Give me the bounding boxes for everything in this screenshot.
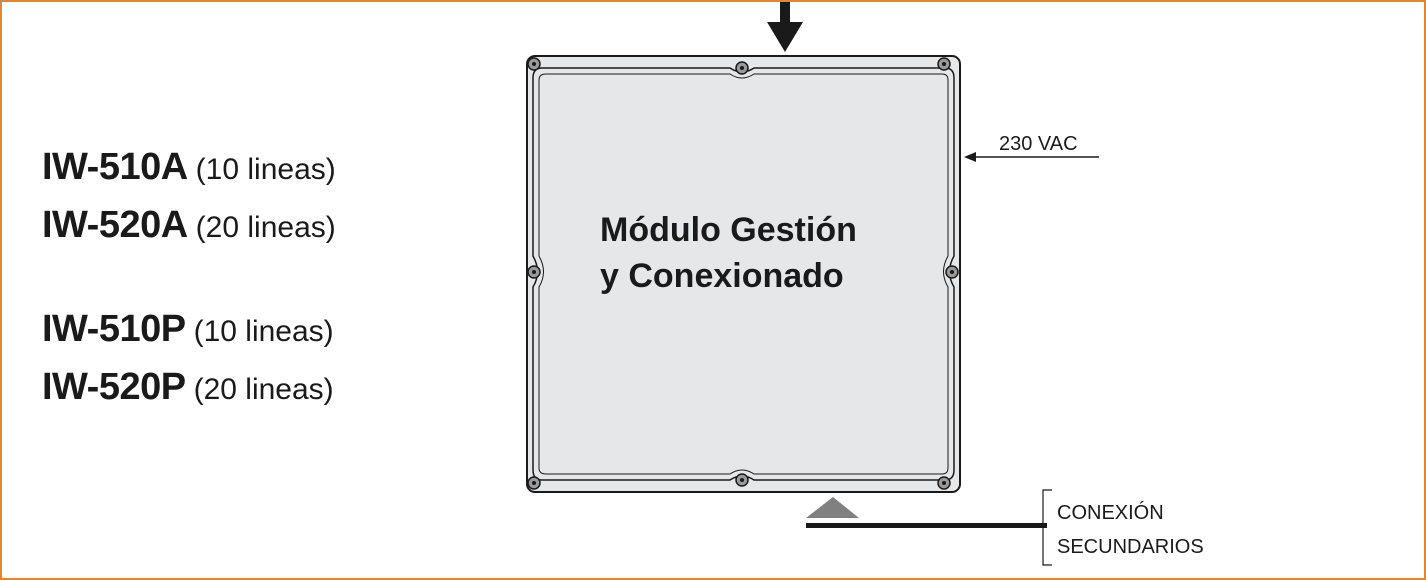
model-lines: (20 lineas) [193, 373, 334, 406]
screw-icon [527, 476, 541, 490]
module-title: Módulo Gestión y Conexionado [600, 207, 857, 299]
screw-icon [945, 265, 959, 279]
secondary-connection [806, 489, 1052, 566]
power-label: 230 VAC [999, 133, 1078, 155]
screw-icon [937, 57, 951, 71]
module-title-line2: y Conexionado [600, 257, 844, 295]
model-code: IW-520A [42, 204, 188, 246]
model-item: IW-510A(10 lineas) [42, 146, 336, 189]
screw-icon [735, 473, 749, 487]
module-title-line1: Módulo Gestión [600, 211, 857, 249]
screw-icon [527, 265, 541, 279]
model-code: IW-520P [42, 366, 186, 408]
secondary-label: CONEXIÓN SECUNDARIOS [1057, 496, 1204, 564]
power-arrow-icon [964, 152, 1099, 162]
screw-icon [735, 61, 749, 75]
model-item: IW-520A(20 lineas) [42, 204, 336, 247]
model-item: IW-510P(10 lineas) [42, 308, 334, 351]
triangle-marker-icon [806, 497, 859, 518]
model-code: IW-510P [42, 308, 186, 350]
screw-icon [527, 57, 541, 71]
model-lines: (10 lineas) [195, 153, 336, 186]
model-lines: (20 lineas) [195, 211, 336, 244]
top-arrow-icon [767, 2, 803, 52]
model-code: IW-510A [42, 146, 188, 188]
secondary-label-line2: SECUNDARIOS [1057, 536, 1204, 558]
model-item: IW-520P(20 lineas) [42, 366, 334, 409]
secondary-label-line1: CONEXIÓN [1057, 502, 1164, 524]
model-lines: (10 lineas) [193, 315, 334, 348]
screw-icon [937, 476, 951, 490]
